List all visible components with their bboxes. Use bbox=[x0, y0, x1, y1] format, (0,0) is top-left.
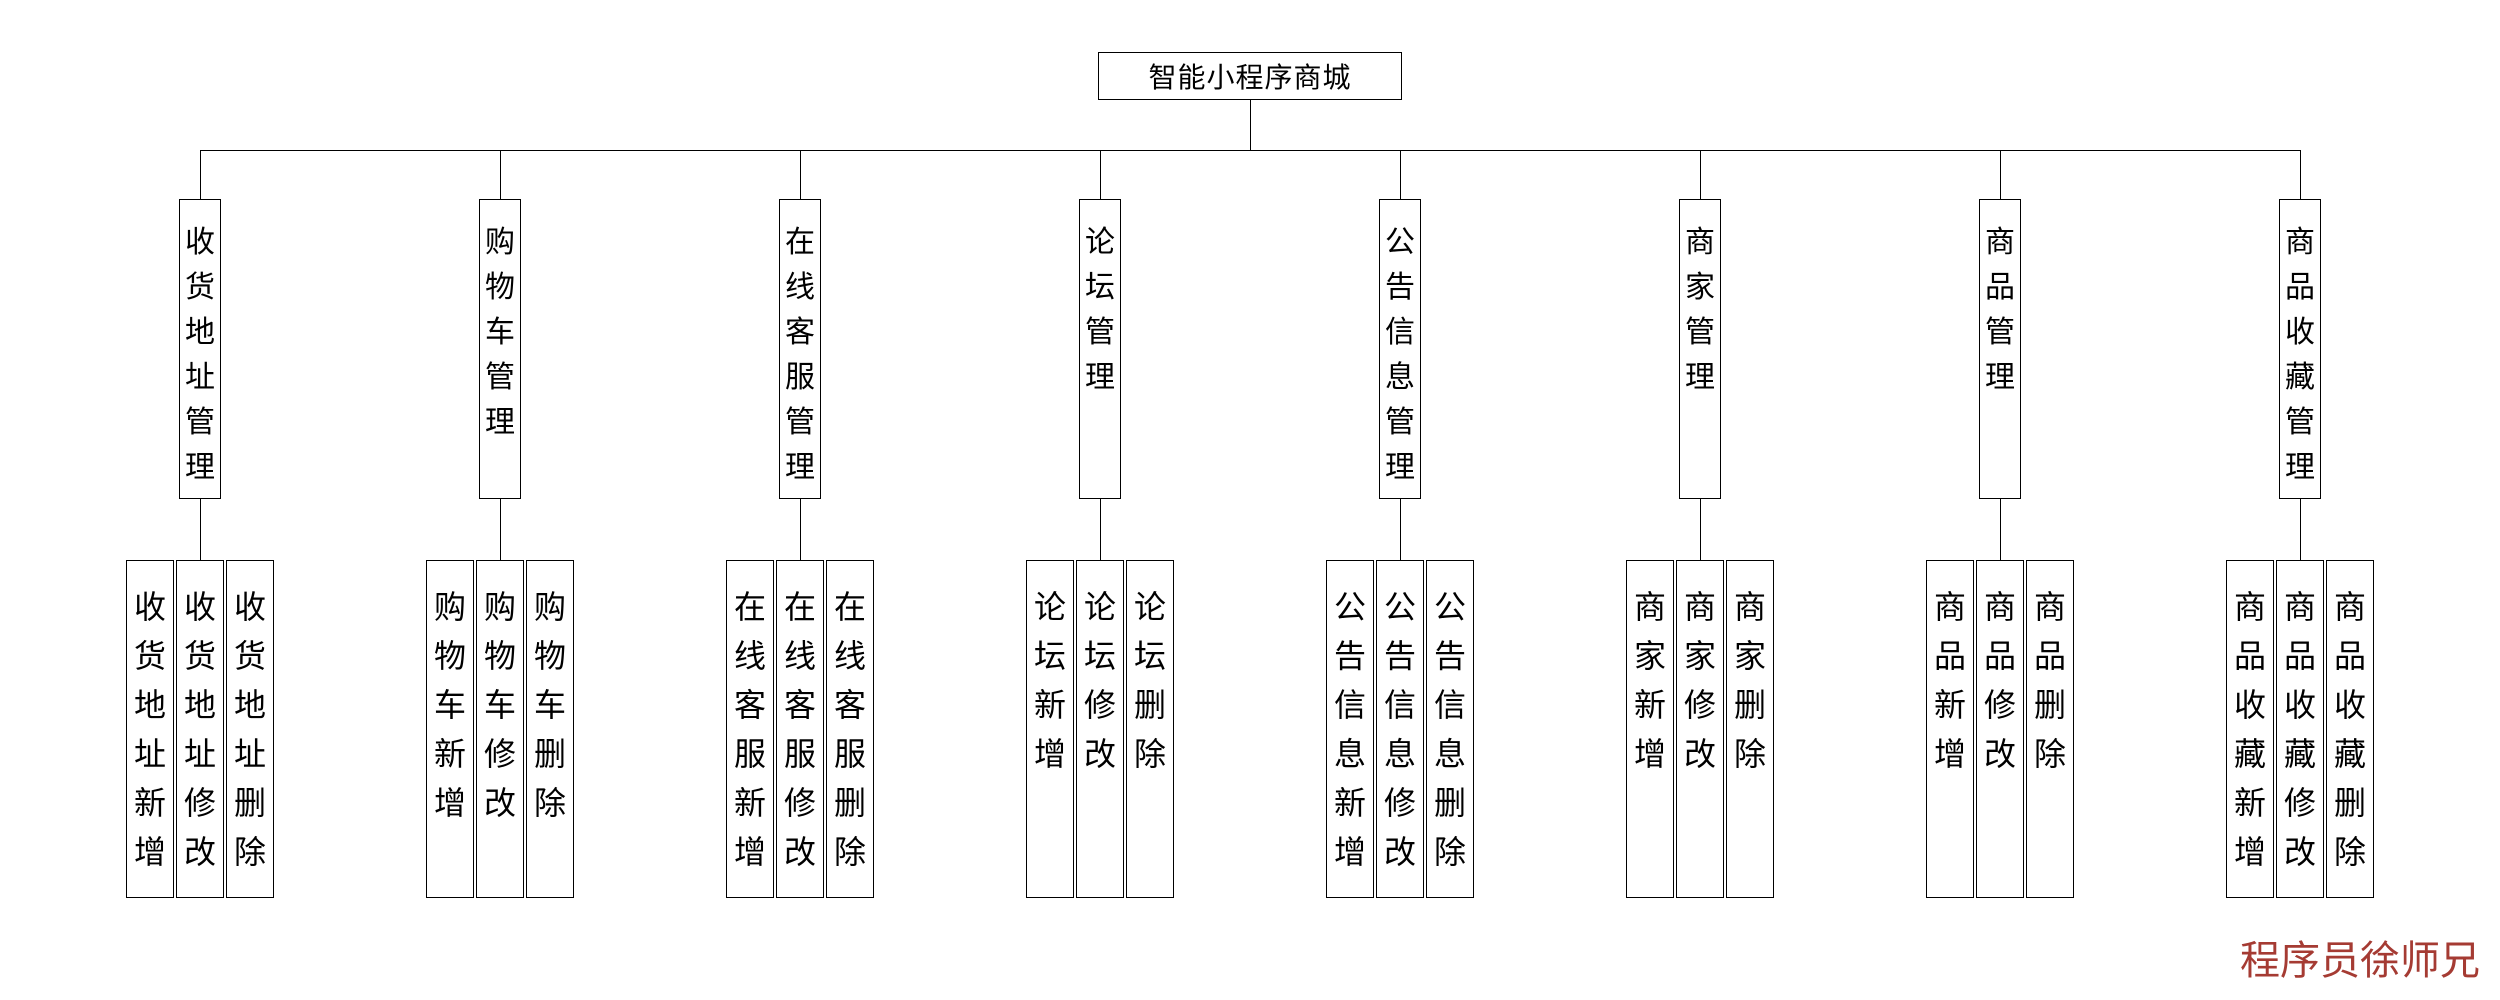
leaf-node: 收货地址修改 bbox=[176, 560, 224, 898]
leaf-node: 商家新增 bbox=[1626, 560, 1674, 898]
connector-leaf-stem bbox=[800, 499, 801, 560]
connector-branch-stub bbox=[2300, 150, 2301, 199]
branch-node: 商品收藏管理 bbox=[2279, 199, 2321, 499]
leaf-node: 论坛修改 bbox=[1076, 560, 1124, 898]
connector-leaf-stem bbox=[500, 499, 501, 560]
leaf-node: 商家修改 bbox=[1676, 560, 1724, 898]
leaf-node: 购物车新增 bbox=[426, 560, 474, 898]
leaf-node: 收货地址新增 bbox=[126, 560, 174, 898]
leaf-node: 公告信息删除 bbox=[1426, 560, 1474, 898]
connector-branch-stub bbox=[500, 150, 501, 199]
connector-leaf-stem bbox=[2000, 499, 2001, 560]
connector-branch-stub bbox=[200, 150, 201, 199]
connector-bus bbox=[200, 150, 2301, 151]
leaf-node: 公告信息修改 bbox=[1376, 560, 1424, 898]
connector-branch-stub bbox=[2000, 150, 2001, 199]
leaf-node: 购物车修改 bbox=[476, 560, 524, 898]
branch-node: 公告信息管理 bbox=[1379, 199, 1421, 499]
leaf-node: 论坛新增 bbox=[1026, 560, 1074, 898]
leaf-node: 在线客服修改 bbox=[776, 560, 824, 898]
connector-leaf-stem bbox=[200, 499, 201, 560]
branch-node: 在线客服管理 bbox=[779, 199, 821, 499]
watermark: 程序员徐师兄 bbox=[2240, 938, 2480, 983]
branch-node: 商品管理 bbox=[1979, 199, 2021, 499]
connector-branch-stub bbox=[1100, 150, 1101, 199]
leaf-node: 商品删除 bbox=[2026, 560, 2074, 898]
root-node: 智能小程序商城 bbox=[1098, 52, 1402, 100]
leaf-node: 商家删除 bbox=[1726, 560, 1774, 898]
connector-root-stem bbox=[1250, 100, 1251, 150]
branch-node: 收货地址管理 bbox=[179, 199, 221, 499]
branch-node: 论坛管理 bbox=[1079, 199, 1121, 499]
leaf-node: 在线客服新增 bbox=[726, 560, 774, 898]
leaf-node: 商品新增 bbox=[1926, 560, 1974, 898]
leaf-node: 商品修改 bbox=[1976, 560, 2024, 898]
branch-node: 商家管理 bbox=[1679, 199, 1721, 499]
leaf-node: 收货地址删除 bbox=[226, 560, 274, 898]
connector-branch-stub bbox=[1700, 150, 1701, 199]
branch-node: 购物车管理 bbox=[479, 199, 521, 499]
leaf-node: 在线客服删除 bbox=[826, 560, 874, 898]
leaf-node: 论坛删除 bbox=[1126, 560, 1174, 898]
leaf-node: 公告信息新增 bbox=[1326, 560, 1374, 898]
connector-leaf-stem bbox=[1100, 499, 1101, 560]
connector-leaf-stem bbox=[1400, 499, 1401, 560]
connector-leaf-stem bbox=[1700, 499, 1701, 560]
leaf-node: 商品收藏新增 bbox=[2226, 560, 2274, 898]
leaf-node: 商品收藏修改 bbox=[2276, 560, 2324, 898]
connector-branch-stub bbox=[1400, 150, 1401, 199]
root-node-label: 智能小程序商城 bbox=[1148, 62, 1352, 93]
leaf-node: 购物车删除 bbox=[526, 560, 574, 898]
connector-leaf-stem bbox=[2300, 499, 2301, 560]
leaf-node: 商品收藏删除 bbox=[2326, 560, 2374, 898]
connector-branch-stub bbox=[800, 150, 801, 199]
